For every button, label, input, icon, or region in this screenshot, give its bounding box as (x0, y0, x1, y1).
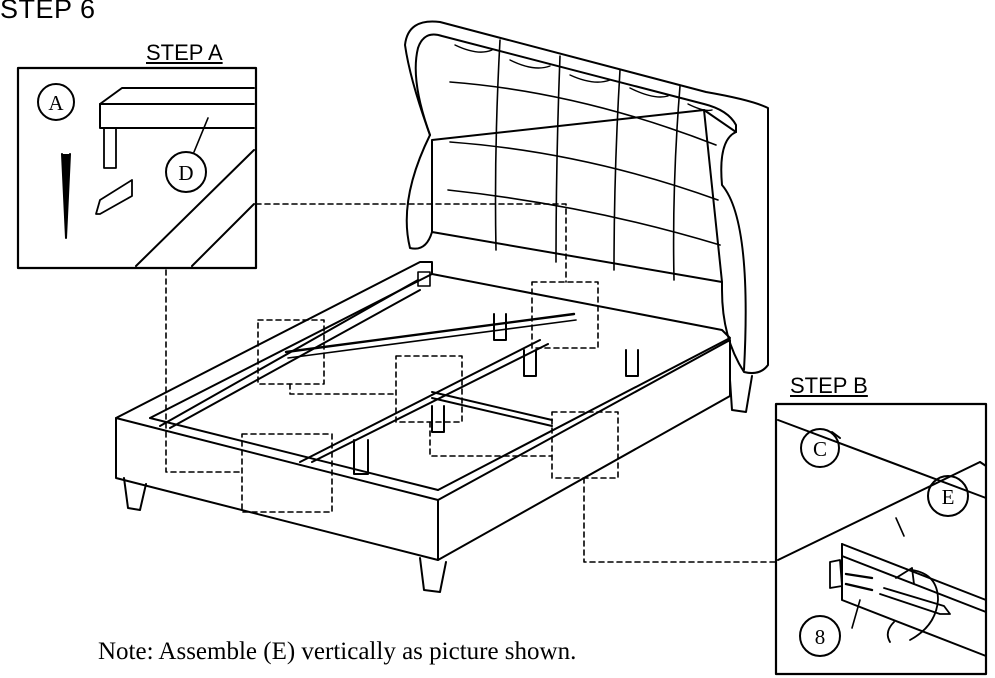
step-b-label: STEP B (790, 373, 868, 398)
callout-8-circle (799, 615, 841, 657)
callout-a-circle (37, 83, 75, 121)
step-title: STEP 6 (0, 0, 96, 24)
step-a-label: STEP A (146, 40, 223, 65)
callout-d: D (178, 161, 193, 185)
step-b-inset (774, 402, 988, 676)
callout-c-circle (800, 428, 840, 468)
bed-frame (115, 261, 753, 593)
callout-e: E (942, 485, 955, 509)
callout-e-circle (927, 475, 969, 517)
callout-d-circle (165, 151, 207, 193)
callout-c: C (813, 437, 827, 461)
step-a-inset (16, 66, 258, 270)
dashed-guides (165, 203, 777, 563)
callout-a: A (48, 91, 64, 115)
headboard (404, 20, 769, 375)
callout-8: 8 (815, 625, 826, 649)
assembly-note: Note: Assemble (E) vertically as picture… (98, 638, 577, 665)
